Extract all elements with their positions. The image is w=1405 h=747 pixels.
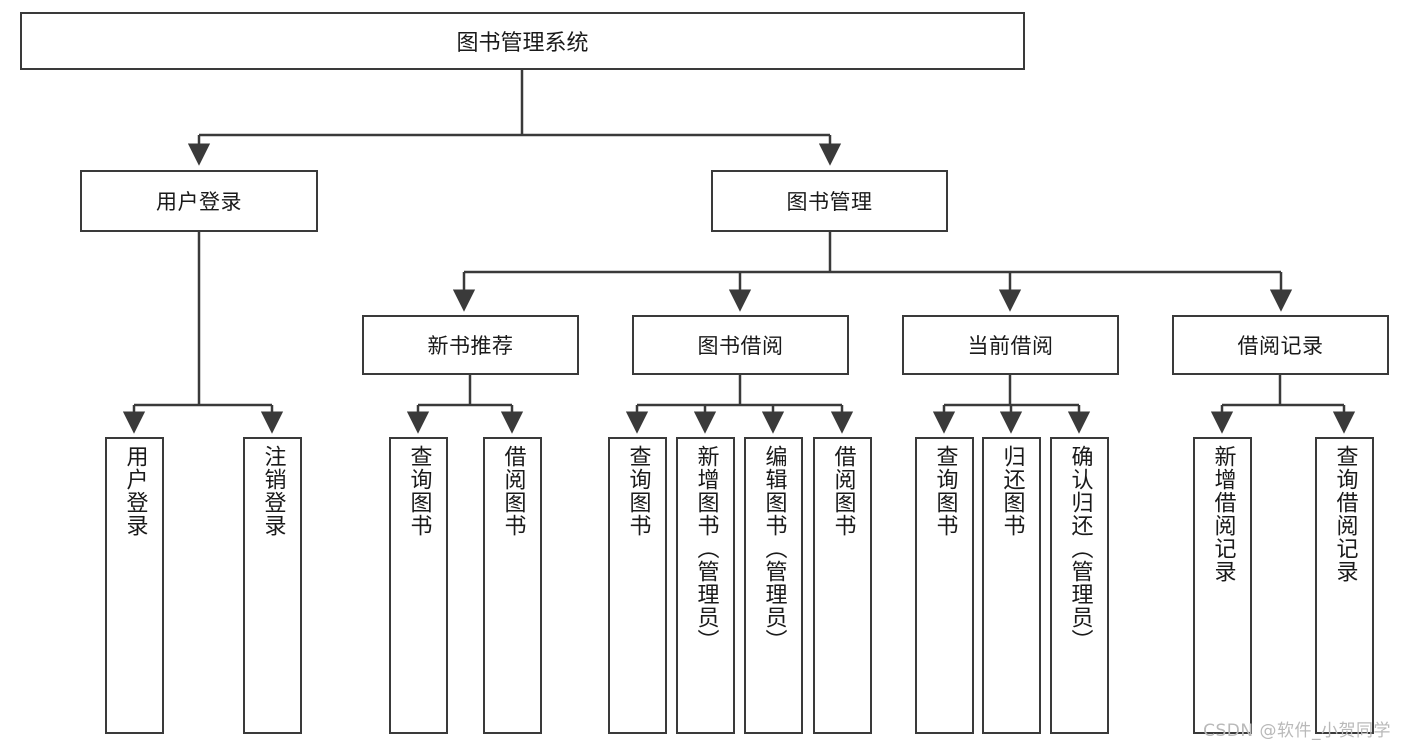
leaf-borrow-query-book[interactable]: 查询图书 — [608, 437, 667, 734]
leaf-recommend-query-book[interactable]: 查询图书 — [389, 437, 448, 734]
leaf-records-query-record[interactable]: 查询借阅记录 — [1315, 437, 1374, 734]
node-label: 当前借阅 — [967, 334, 1054, 358]
leaf-records-add-record[interactable]: 新增借阅记录 — [1193, 437, 1252, 734]
node-book-management[interactable]: 图书管理 — [711, 170, 948, 232]
node-label: 新书推荐 — [427, 334, 514, 358]
node-label: 查询图书 — [625, 445, 651, 537]
leaf-borrow-edit-book-admin[interactable]: 编辑图书（管理员） — [744, 437, 803, 734]
csdn-watermark: CSDN @软件_小贺同学 — [1203, 721, 1391, 741]
leaf-recommend-borrow-book[interactable]: 借阅图书 — [483, 437, 542, 734]
node-label: 借阅记录 — [1237, 334, 1324, 358]
node-book-borrow[interactable]: 图书借阅 — [632, 315, 849, 375]
node-root-book-management-system[interactable]: 图书管理系统 — [20, 12, 1025, 70]
node-user-login[interactable]: 用户登录 — [80, 170, 318, 232]
node-label: 查询图书 — [932, 445, 958, 537]
node-new-book-recommend[interactable]: 新书推荐 — [362, 315, 579, 375]
node-label: 图书管理系统 — [456, 31, 589, 56]
node-label: 借阅图书 — [500, 445, 526, 537]
node-label: 新增图书（管理员） — [693, 445, 719, 652]
leaf-current-return-book[interactable]: 归还图书 — [982, 437, 1041, 734]
node-label: 注销登录 — [260, 445, 286, 537]
node-label: 查询借阅记录 — [1332, 445, 1358, 583]
leaf-borrow-borrow-book[interactable]: 借阅图书 — [813, 437, 872, 734]
node-label: 查询图书 — [406, 445, 432, 537]
node-current-borrow[interactable]: 当前借阅 — [902, 315, 1119, 375]
leaf-current-confirm-return-admin[interactable]: 确认归还（管理员） — [1050, 437, 1109, 734]
node-label: 用户登录 — [156, 190, 242, 214]
node-label: 新增借阅记录 — [1210, 445, 1236, 583]
leaf-current-query-book[interactable]: 查询图书 — [915, 437, 974, 734]
leaf-user-login-logout[interactable]: 注销登录 — [243, 437, 302, 734]
leaf-borrow-add-book-admin[interactable]: 新增图书（管理员） — [676, 437, 735, 734]
node-label: 图书管理 — [786, 190, 873, 214]
leaf-user-login-login[interactable]: 用户登录 — [105, 437, 164, 734]
node-label: 确认归还（管理员） — [1067, 445, 1093, 652]
node-label: 图书借阅 — [697, 334, 784, 358]
node-label: 用户登录 — [122, 445, 148, 537]
node-label: 借阅图书 — [830, 445, 856, 537]
node-label: 编辑图书（管理员） — [761, 445, 787, 652]
node-label: 归还图书 — [999, 445, 1025, 537]
node-borrow-records[interactable]: 借阅记录 — [1172, 315, 1389, 375]
